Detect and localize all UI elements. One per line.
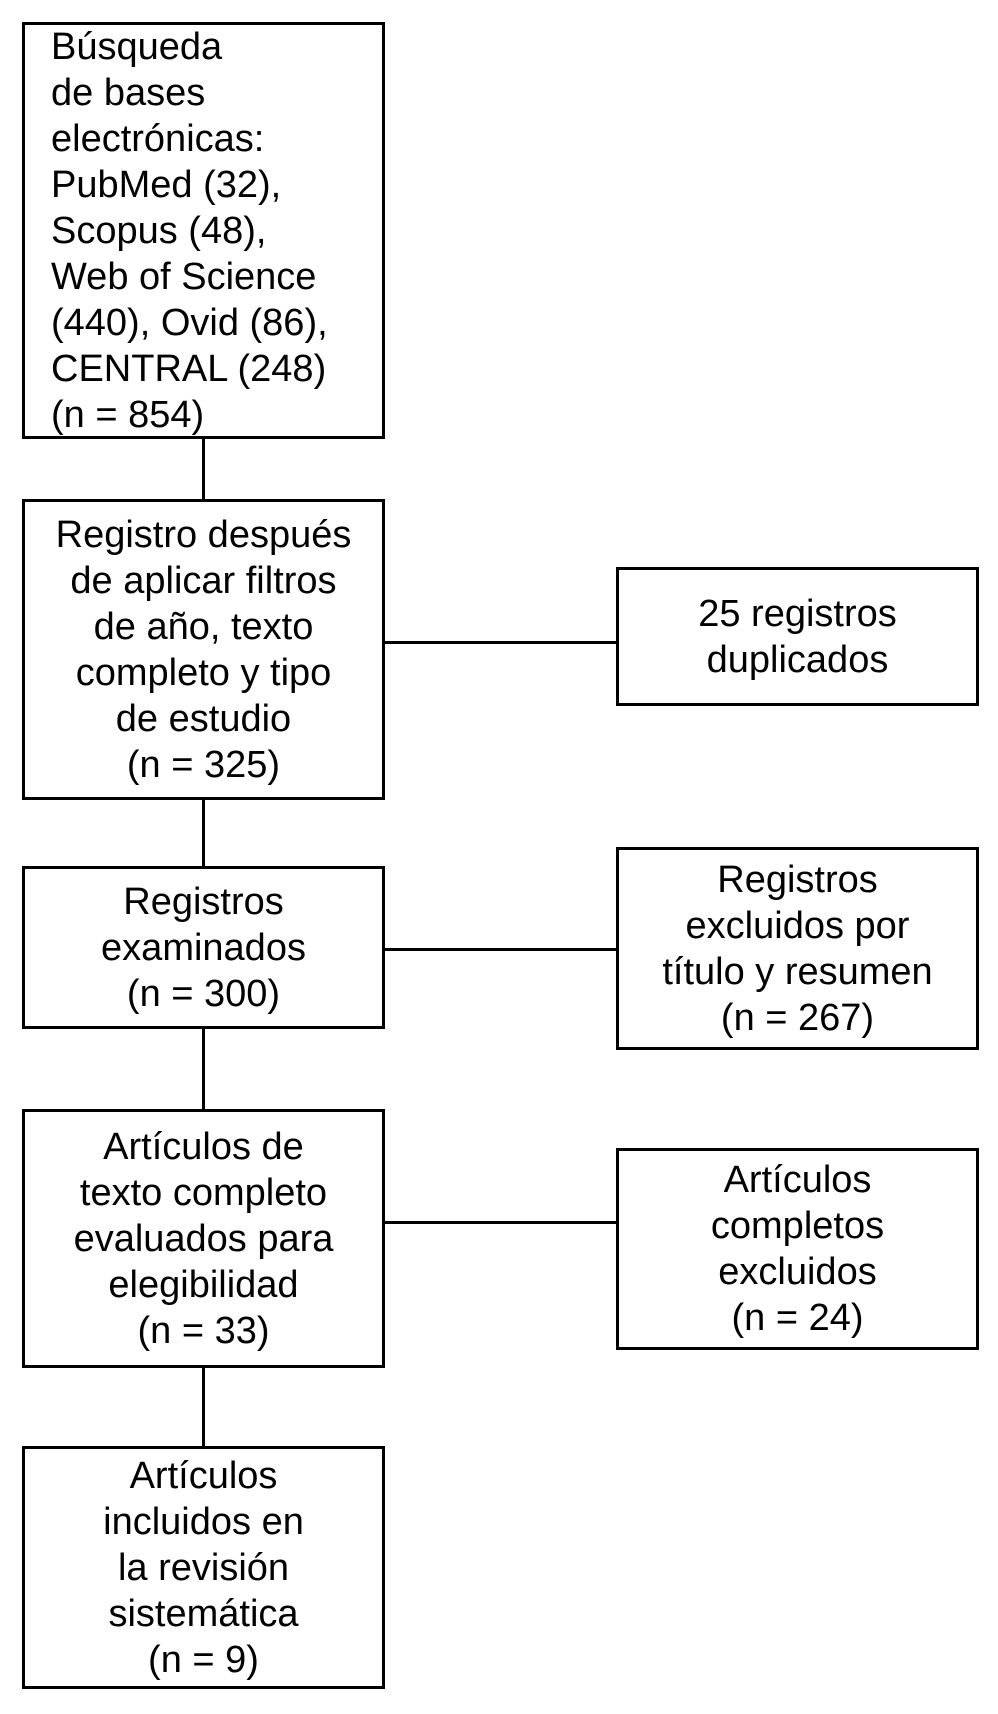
connector-screened-to-excluded (385, 948, 616, 951)
box-duplicate-records: 25 registros duplicados (616, 567, 979, 706)
box-included-studies-text: Artículos incluidos en la revisión siste… (103, 1454, 304, 1681)
box-database-search-text: Búsqueda de bases electrónicas: PubMed (… (51, 25, 328, 436)
box-records-after-filters-text: Registro después de aplicar filtros de a… (55, 513, 352, 786)
connector-filters-to-screened (202, 800, 205, 866)
box-records-screened-text: Registros examinados (n = 300) (101, 880, 306, 1015)
box-records-after-filters: Registro después de aplicar filtros de a… (22, 499, 385, 800)
box-fulltext-assessed-text: Artículos de texto completo evaluados pa… (73, 1125, 334, 1352)
box-database-search: Búsqueda de bases electrónicas: PubMed (… (22, 22, 385, 439)
connector-fulltext-to-included (202, 1368, 205, 1446)
connector-screened-to-fulltext (202, 1029, 205, 1109)
box-records-screened: Registros examinados (n = 300) (22, 866, 385, 1029)
connector-search-to-filters (202, 439, 205, 499)
box-duplicate-records-text: 25 registros duplicados (698, 592, 897, 681)
box-included-studies: Artículos incluidos en la revisión siste… (22, 1446, 385, 1689)
box-fulltext-excluded-text: Artículos completos excluidos (n = 24) (710, 1159, 885, 1339)
connector-filters-to-duplicates (385, 641, 616, 644)
box-fulltext-excluded: Artículos completos excluidos (n = 24) (616, 1148, 979, 1350)
box-fulltext-assessed: Artículos de texto completo evaluados pa… (22, 1109, 385, 1368)
connector-fulltext-to-excluded (385, 1221, 616, 1224)
box-excluded-title-abstract-text: Registros excluidos por título y resumen… (662, 858, 933, 1039)
box-excluded-title-abstract: Registros excluidos por título y resumen… (616, 847, 979, 1050)
